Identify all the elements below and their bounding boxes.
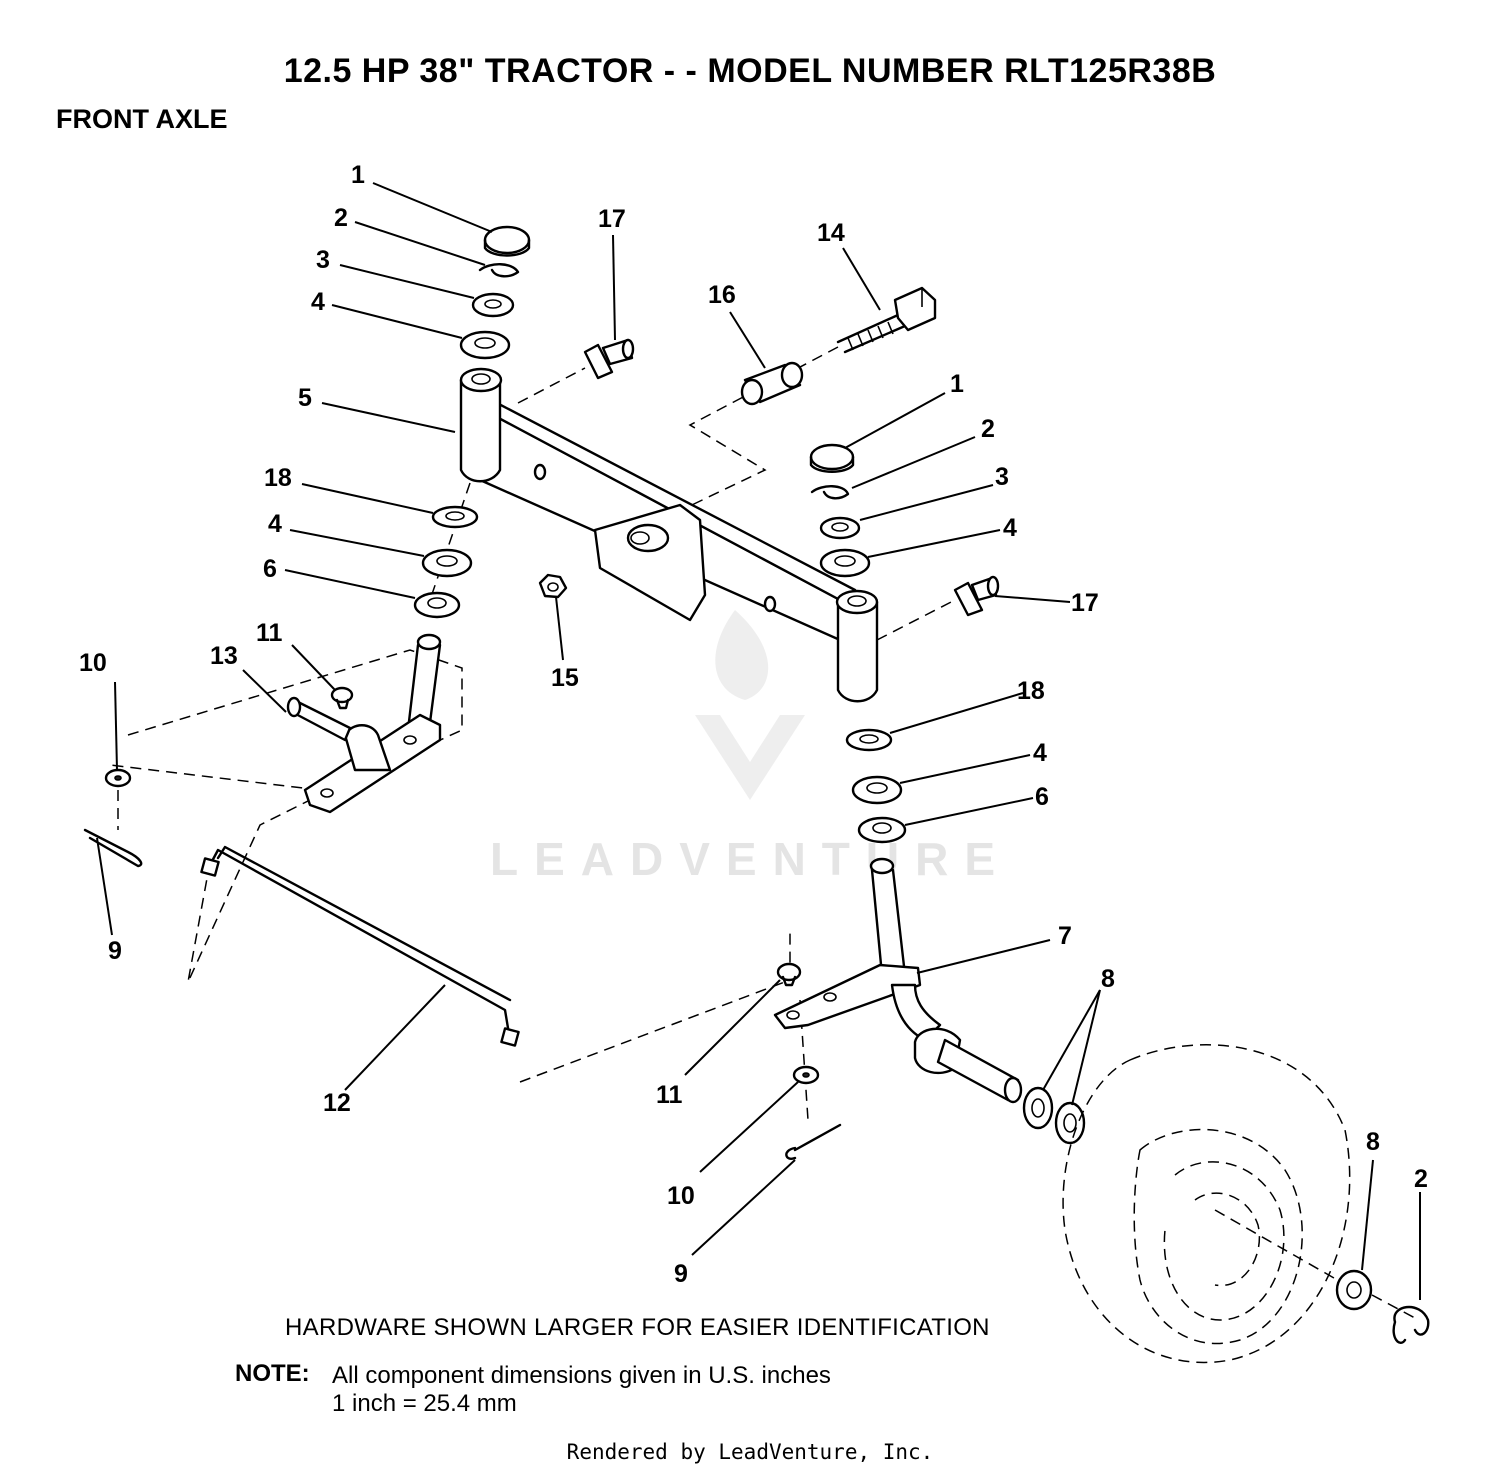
left-cotter-pin <box>83 828 143 868</box>
callout-4: 4 <box>1033 739 1047 767</box>
callout-4: 4 <box>311 288 325 316</box>
callout-2: 2 <box>1414 1165 1428 1193</box>
callout-2: 2 <box>334 204 348 232</box>
right-thrust-washer <box>845 728 893 752</box>
pivot-nut <box>538 573 568 599</box>
callouts: 1 2 3 4 5 18 4 6 10 13 11 9 12 17 16 14 … <box>79 161 1428 1288</box>
right-spindle-tube <box>835 589 879 703</box>
callout-3: 3 <box>995 463 1009 491</box>
left-lower-spacer <box>413 591 461 619</box>
left-thrust-washer <box>431 505 479 529</box>
assembly-dashed-lines <box>109 346 1416 1319</box>
callout-8: 8 <box>1366 1128 1380 1156</box>
drag-link <box>200 845 520 1047</box>
callout-12: 12 <box>323 1089 351 1117</box>
callout-6: 6 <box>263 555 277 583</box>
right-spindle <box>773 857 1023 1104</box>
note-line-2: 1 inch = 25.4 mm <box>332 1390 517 1417</box>
right-spindle-washer <box>792 1065 820 1085</box>
left-spindle-washer <box>104 768 132 788</box>
callout-14: 14 <box>817 219 845 247</box>
callout-7: 7 <box>1058 922 1072 950</box>
callout-18: 18 <box>264 464 292 492</box>
callout-17: 17 <box>598 205 626 233</box>
callout-11: 11 <box>256 619 283 647</box>
note-line-1: All component dimensions given in U.S. i… <box>332 1362 831 1389</box>
pivot-spacer <box>740 361 804 406</box>
watermark-logo <box>695 610 805 800</box>
page-title: 12.5 HP 38" TRACTOR - - MODEL NUMBER RLT… <box>283 52 1217 90</box>
right-grease-fitting <box>776 962 802 987</box>
right-axle-grease-fitting <box>953 575 1000 617</box>
left-lower-bushing <box>421 548 473 578</box>
wheel-outline <box>1062 1044 1351 1364</box>
right-cotter-pin <box>785 1123 842 1160</box>
leader-lines <box>96 182 1421 1300</box>
watermark-text: LEADVENTURE <box>490 833 1012 885</box>
callout-10: 10 <box>667 1182 695 1210</box>
callout-6: 6 <box>1035 783 1049 811</box>
callout-15: 15 <box>551 664 579 692</box>
callout-11: 11 <box>656 1081 683 1109</box>
callout-1: 1 <box>950 370 964 398</box>
left-upper-clip <box>478 263 520 278</box>
callout-16: 16 <box>708 281 736 309</box>
left-bushing-top <box>459 330 511 360</box>
callout-17: 17 <box>1071 589 1099 617</box>
right-lower-bushing <box>851 775 903 805</box>
section-title: FRONT AXLE <box>56 104 228 134</box>
right-upper-clip <box>810 485 850 500</box>
callout-1: 1 <box>351 161 365 189</box>
footer-credit: Rendered by LeadVenture, Inc. <box>566 1440 934 1464</box>
hardware-note: HARDWARE SHOWN LARGER FOR EASIER IDENTIF… <box>285 1314 990 1341</box>
left-upper-cap <box>483 225 531 257</box>
wheel-retaining-clip <box>1392 1305 1430 1344</box>
left-spindle <box>286 633 442 814</box>
callout-4: 4 <box>268 510 282 538</box>
callout-18: 18 <box>1017 677 1045 705</box>
callout-2: 2 <box>981 415 995 443</box>
callout-9: 9 <box>108 937 122 965</box>
left-grease-fitting <box>330 686 354 710</box>
left-spindle-tube <box>459 367 503 483</box>
left-axle-grease-fitting <box>583 338 635 380</box>
pivot-bolt <box>836 286 937 354</box>
wheel-washer <box>1335 1269 1373 1311</box>
hub-washers <box>1022 1086 1086 1145</box>
callout-9: 9 <box>674 1260 688 1288</box>
note-label: NOTE: <box>235 1360 310 1387</box>
left-upper-washer <box>471 292 515 318</box>
callout-10: 10 <box>79 649 107 677</box>
callout-4: 4 <box>1003 514 1017 542</box>
right-upper-washer <box>819 516 861 540</box>
callout-8: 8 <box>1101 965 1115 993</box>
right-upper-cap <box>809 443 855 473</box>
right-lower-spacer <box>857 816 907 844</box>
right-bushing-top <box>819 548 871 578</box>
axle-beam <box>478 400 857 642</box>
callout-13: 13 <box>210 642 238 670</box>
callout-5: 5 <box>298 384 312 412</box>
callout-3: 3 <box>316 246 330 274</box>
